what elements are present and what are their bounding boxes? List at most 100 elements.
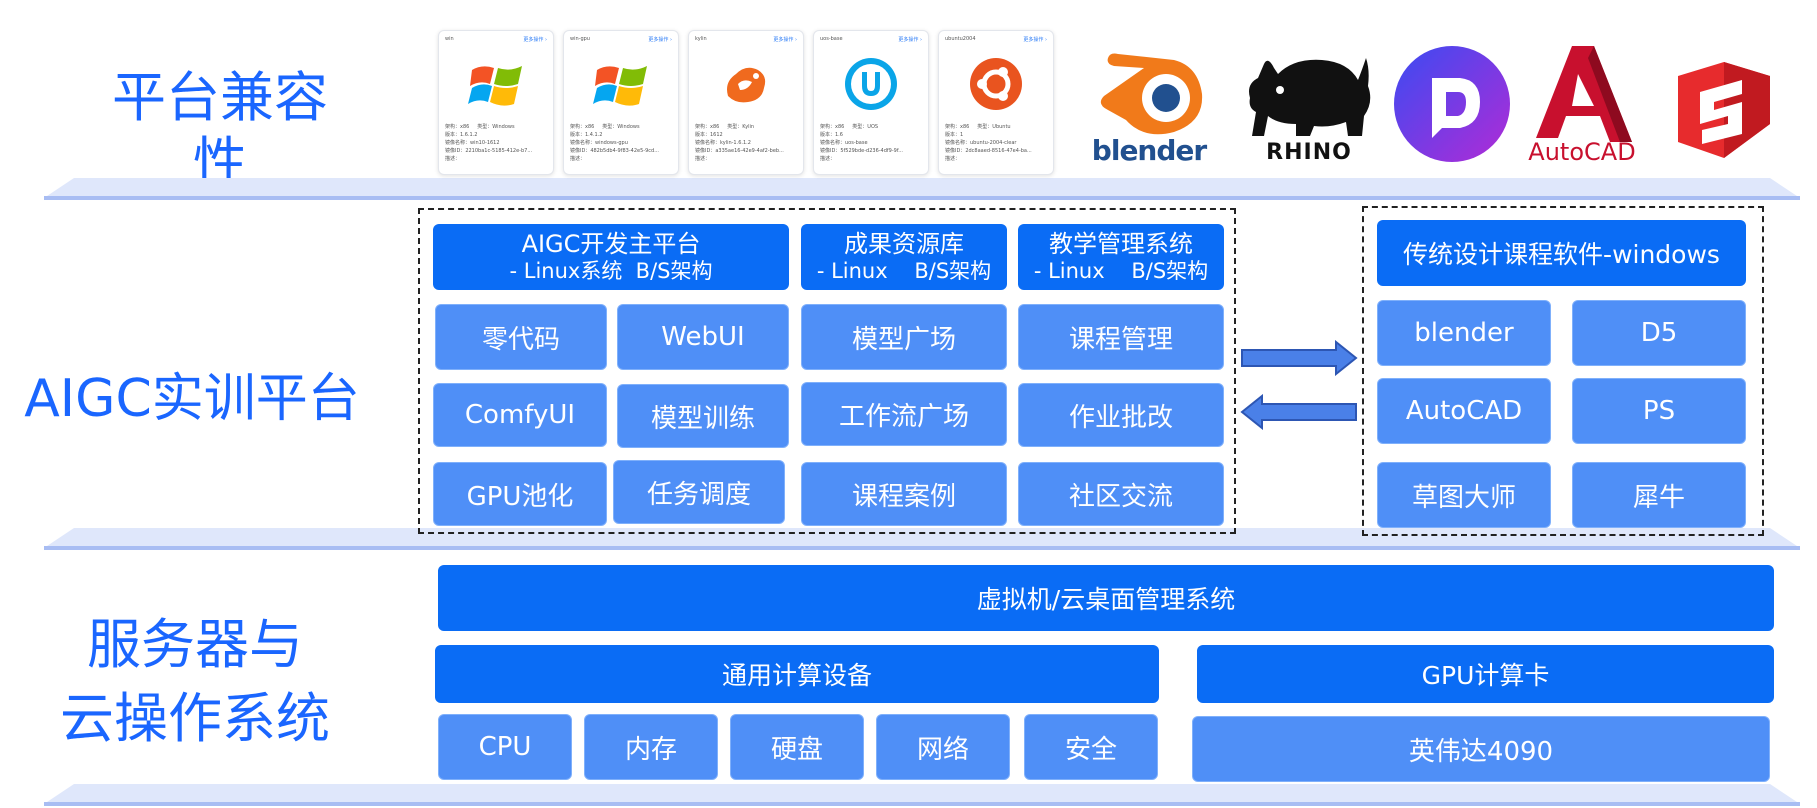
os-card-name: win [445, 36, 454, 42]
aigc-cell-homework-grading[interactable]: 作业批改 [1018, 383, 1224, 447]
os-card-version: 版本：1612 [695, 132, 723, 138]
aigc-cell-gpu-pooling[interactable]: GPU池化 [433, 462, 607, 526]
windows-cell-d5[interactable]: D5 [1572, 300, 1746, 366]
aigc-header-dev-platform-title: AIGC开发主平台 [521, 230, 701, 259]
os-card-arch: 架构：x86 [445, 124, 470, 130]
layer-title-compat: 平台兼容性 [112, 66, 328, 194]
general-computing-device[interactable]: 通用计算设备 [435, 645, 1159, 703]
os-card-more-actions[interactable]: 更多操作 › [523, 37, 547, 43]
d5-logo [1392, 44, 1512, 164]
os-card-image-name: 镜像名称：kylin-1.6.1.2 [695, 140, 751, 146]
os-card-more-actions[interactable]: 更多操作 › [773, 37, 797, 43]
aigc-header-dev-platform[interactable]: AIGC开发主平台 - Linux系统 B/S架构 [433, 224, 789, 290]
os-card-type: 类型：Windows [477, 124, 515, 130]
windows-cell-autocad[interactable]: AutoCAD [1377, 378, 1551, 444]
layer-separator-3 [44, 784, 1800, 806]
os-image-card-kylin[interactable]: kylin 更多操作 › 架构：x86 类型：Kylin 版本：1612 镜像名称：ky… [688, 30, 804, 175]
aigc-cell-comfyui[interactable]: ComfyUI [433, 383, 607, 447]
os-card-type: 类型：UOS [852, 124, 879, 130]
aigc-header-teaching-system-sub: - Linux B/S架构 [1033, 258, 1209, 283]
windows-cell-sketchup[interactable]: 草图大师 [1377, 462, 1551, 528]
windows-cell-blender[interactable]: blender [1377, 300, 1551, 366]
aigc-header-resource-library-sub: - Linux B/S架构 [816, 258, 992, 283]
aigc-cell-course-cases[interactable]: 课程案例 [801, 462, 1007, 526]
vm-cloud-desktop-system[interactable]: 虚拟机/云桌面管理系统 [438, 565, 1774, 631]
os-card-more-actions[interactable]: 更多操作 › [898, 37, 922, 43]
aigc-header-teaching-system[interactable]: 教学管理系统 - Linux B/S架构 [1018, 224, 1224, 290]
os-card-logo-icon [468, 56, 524, 112]
autocad-icon [1536, 46, 1632, 142]
os-card-image-name: 镜像名称：ubuntu-2004-clear [945, 140, 1017, 146]
os-card-image-id: 镜像ID：2dc8aaed-8516-47e4-ba... [945, 148, 1032, 154]
os-card-description: 描述： [695, 156, 711, 162]
os-card-info: 架构：x86 类型：Windows 版本：1.6.1.2 镜像名称：win10-16… [445, 123, 547, 163]
aigc-platform-group [418, 208, 1236, 534]
aigc-cell-webui[interactable]: WebUI [617, 304, 789, 370]
gpu-computing-card[interactable]: GPU计算卡 [1197, 645, 1774, 703]
sketchup-logo [1672, 58, 1776, 162]
windows-cell-rhino[interactable]: 犀牛 [1572, 462, 1746, 528]
os-card-logo-icon [843, 56, 899, 112]
layer-separator-1 [44, 178, 1800, 200]
blender-icon [1100, 53, 1203, 135]
autocad-logo: AutoCAD [1522, 44, 1642, 168]
d5-icon [1394, 46, 1510, 162]
os-card-arch: 架构：x86 [820, 124, 845, 130]
os-card-image-id: 镜像ID：5f529bde-d236-4df9-9f... [820, 148, 904, 154]
blender-logo-text: blender [1091, 134, 1207, 167]
aigc-header-dev-platform-sub: - Linux系统 B/S架构 [509, 258, 713, 283]
os-card-version: 版本：1 [945, 132, 964, 138]
server-item-security[interactable]: 安全 [1024, 714, 1158, 780]
os-card-image-name: 镜像名称：windows-gpu [570, 140, 628, 146]
rhino-logo-text: RHINO [1266, 140, 1352, 165]
aigc-cell-course-management[interactable]: 课程管理 [1018, 304, 1224, 370]
os-card-description: 描述： [570, 156, 586, 162]
aigc-cell-model-training[interactable]: 模型训练 [617, 384, 789, 448]
os-card-image-id: 镜像ID：482b5db4-9f83-42e5-9cd... [570, 148, 659, 154]
windows-software-header[interactable]: 传统设计课程软件-windows [1377, 220, 1746, 286]
os-image-card-win[interactable]: win 更多操作 › 架构：x86 类型：Windows 版本：1.6.1.2 镜像名称… [438, 30, 554, 175]
layer-title-server: 服务器与 云操作系统 [55, 608, 335, 756]
server-item-network[interactable]: 网络 [876, 714, 1010, 780]
layer-title-training: AIGC实训平台 [24, 369, 360, 429]
arrow-left-icon [1240, 394, 1357, 430]
os-card-image-name: 镜像名称：win10-1612 [445, 140, 500, 146]
os-card-type: 类型：Kylin [727, 124, 755, 130]
server-item-memory[interactable]: 内存 [584, 714, 718, 780]
os-card-version: 版本：1.6.1.2 [445, 132, 478, 138]
os-card-logo-icon [968, 56, 1024, 112]
os-card-image-id: 镜像ID：2210ba1c-5185-412e-b7... [445, 148, 533, 154]
os-card-arch: 架构：x86 [695, 124, 720, 130]
os-card-image-id: 镜像ID：a335ae16-42e9-4af2-beb... [695, 148, 784, 154]
layer-title-server-line1: 服务器与 [87, 613, 303, 676]
os-card-image-name: 镜像名称：uos-base [820, 140, 868, 146]
layer-title-server-line2: 云操作系统 [60, 687, 330, 750]
aigc-cell-model-square[interactable]: 模型广场 [801, 304, 1007, 370]
os-card-version: 版本：1.4.1.2 [570, 132, 603, 138]
gpu-item-rtx4090[interactable]: 英伟达4090 [1192, 716, 1770, 782]
os-card-more-actions[interactable]: 更多操作 › [648, 37, 672, 43]
rhino-logo: RHINO [1244, 40, 1374, 166]
blender-logo: blender [1086, 36, 1212, 167]
aigc-cell-task-scheduling[interactable]: 任务调度 [613, 460, 785, 524]
os-card-name: kylin [695, 36, 707, 42]
aigc-cell-community[interactable]: 社区交流 [1018, 462, 1224, 526]
os-card-name: ubuntu2004 [945, 36, 976, 42]
aigc-cell-no-code[interactable]: 零代码 [435, 304, 607, 370]
aigc-header-resource-library[interactable]: 成果资源库 - Linux B/S架构 [801, 224, 1007, 290]
autocad-logo-text: AutoCAD [1528, 138, 1636, 166]
os-card-name: uos-base [820, 36, 843, 42]
os-card-arch: 架构：x86 [570, 124, 595, 130]
os-card-logo-icon [718, 56, 774, 112]
windows-cell-ps[interactable]: PS [1572, 378, 1746, 444]
os-card-more-actions[interactable]: 更多操作 › [1023, 37, 1047, 43]
aigc-cell-workflow-square[interactable]: 工作流广场 [801, 382, 1007, 446]
server-item-cpu[interactable]: CPU [438, 714, 572, 780]
os-card-type: 类型：Windows [602, 124, 640, 130]
server-item-disk[interactable]: 硬盘 [730, 714, 864, 780]
